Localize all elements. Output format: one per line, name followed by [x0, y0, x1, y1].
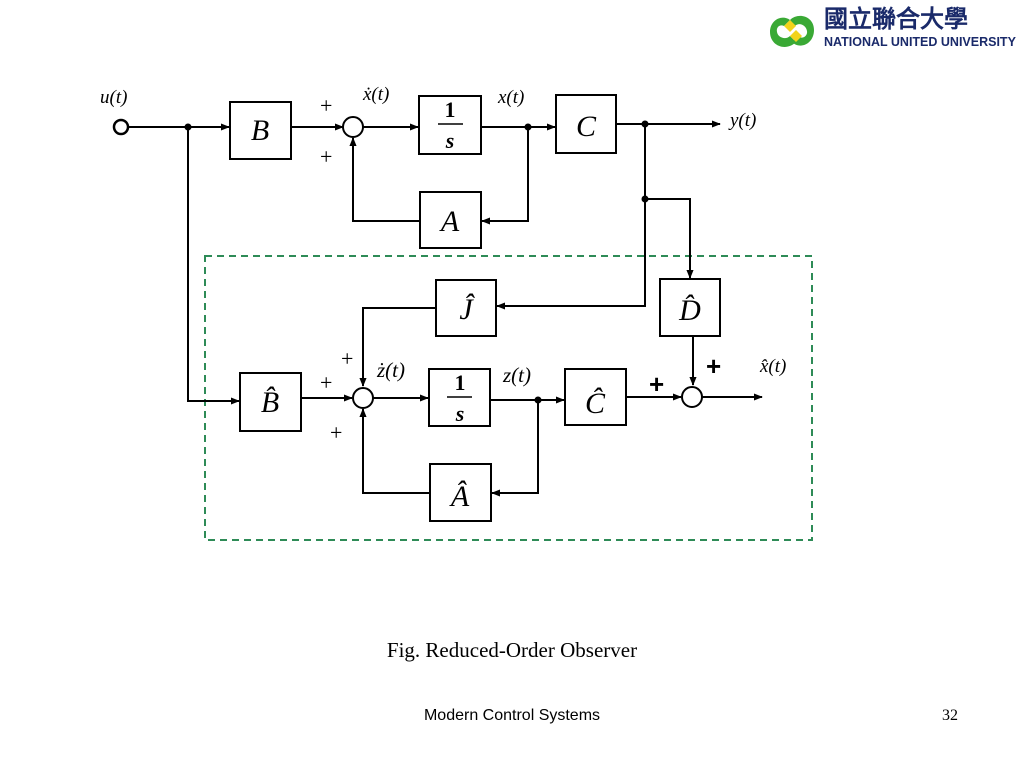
sum3-left-sign: +: [649, 369, 664, 399]
sum2-left-sign: +: [320, 370, 332, 395]
block-j-hat-label: Ĵ: [459, 293, 475, 326]
logo-chinese-name: 國立聯合大學: [824, 5, 968, 33]
signal-xdot-label: ẋ(t): [362, 84, 389, 105]
summing-junction-2: [352, 387, 374, 409]
logo-emblem-icon: [770, 15, 814, 47]
integrator-2-numerator: 1: [455, 370, 466, 395]
wire-u-to-b-hat: [187, 127, 240, 405]
sum2-top-sign: +: [341, 346, 353, 371]
signal-zdot-label: ż(t): [376, 358, 405, 382]
integrator-block-1: [418, 95, 482, 155]
signal-u-label: u(t): [100, 87, 127, 108]
block-a-hat-label: Â: [449, 480, 470, 513]
footer-title: Modern Control Systems: [423, 707, 601, 724]
block-b-label: B: [251, 114, 269, 147]
block-b: [229, 101, 292, 160]
wire-z-to-a-hat: [491, 400, 539, 497]
block-c: [555, 94, 617, 154]
block-a: [419, 191, 482, 249]
integrator-1-numerator: 1: [445, 97, 456, 122]
integrator-1-denominator: s: [445, 128, 455, 153]
wire-y-to-j: [496, 124, 646, 310]
wire-j-to-sum2: [359, 307, 436, 387]
sum2-bottom-sign: +: [330, 420, 342, 445]
page-number: 32: [942, 707, 958, 724]
summing-junction-1: [342, 116, 364, 138]
wire-y-to-d: [645, 198, 694, 279]
wire-a-hat-to-sum2: [359, 408, 430, 494]
block-c-hat-label: Ĉ: [585, 387, 606, 420]
sum3-top-sign: +: [706, 351, 721, 381]
signal-x-label: x(t): [497, 87, 524, 108]
signal-z-label: z(t): [502, 363, 531, 387]
signal-y-label: y(t): [728, 110, 756, 131]
block-b-hat: [239, 372, 302, 432]
block-c-hat: [564, 368, 627, 426]
block-a-label: A: [439, 205, 460, 238]
wire-x-to-a: [481, 127, 529, 225]
summing-junction-3: [681, 386, 703, 408]
logo-english-name: NATIONAL UNITED UNIVERSITY: [824, 35, 1017, 49]
figure-caption: Fig. Reduced-Order Observer: [386, 638, 638, 662]
university-logo: 國立聯合大學 NATIONAL UNITED UNIVERSITY: [770, 5, 1017, 49]
block-d-hat: [659, 278, 721, 337]
sum1-top-sign: +: [320, 93, 332, 118]
block-c-label: C: [576, 110, 597, 143]
wire-a-to-sum1: [349, 137, 420, 222]
block-a-hat: [429, 463, 492, 522]
block-d-hat-label: D̂: [678, 294, 701, 327]
observer-boundary: [204, 255, 813, 541]
integrator-2-denominator: s: [455, 401, 465, 426]
block-b-hat-label: B̂: [261, 386, 279, 419]
input-terminal: [112, 118, 130, 136]
sum1-bottom-sign: +: [320, 144, 332, 169]
signal-x-hat-label: x̂(t): [759, 356, 786, 377]
